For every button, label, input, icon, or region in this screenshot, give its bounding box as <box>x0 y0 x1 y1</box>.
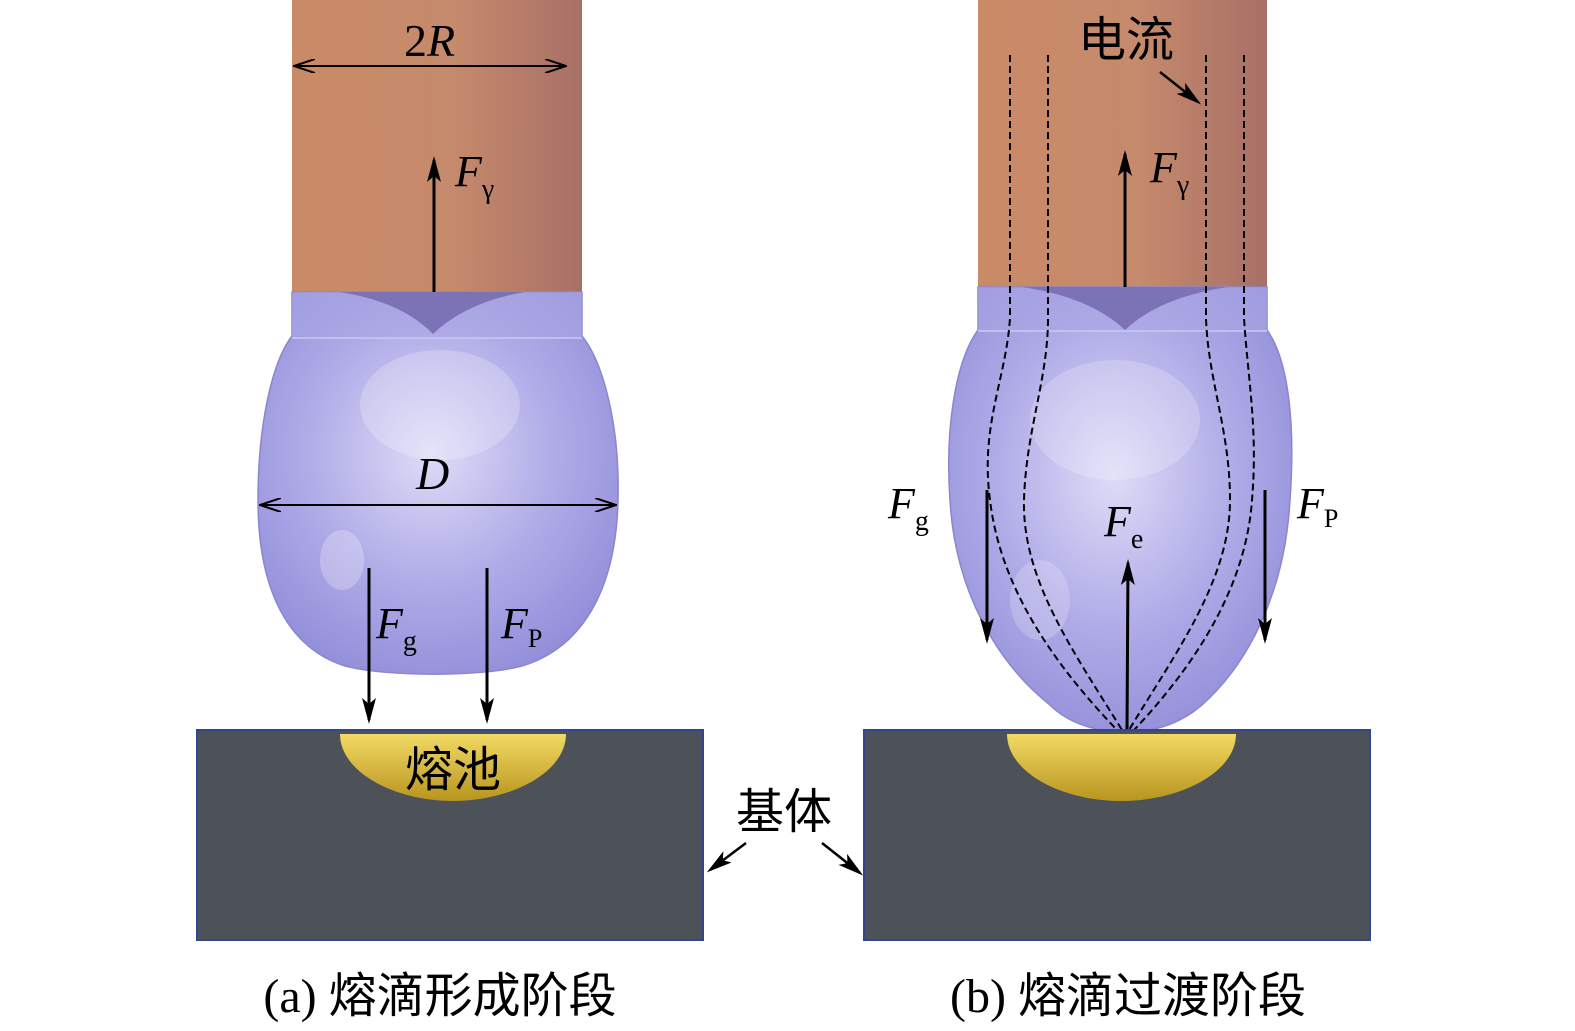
surface-tension-subscript: γ <box>481 174 494 205</box>
electrode-wire <box>292 0 582 294</box>
caption-a-text: (a) 熔滴形成阶段 <box>263 970 616 1023</box>
molten-pool-label: 熔池 <box>405 744 501 797</box>
substrate-label: 基体 <box>736 786 832 839</box>
gravity-symbol: F <box>375 599 404 648</box>
molten-pool <box>340 734 566 801</box>
substrate-pointer-right <box>821 842 864 876</box>
droplet-highlight-small <box>320 530 364 590</box>
caption-b: (b) 熔滴过渡阶段 <box>950 970 1306 1023</box>
plasma-force-subscript: P <box>1324 504 1338 533</box>
current-line-1 <box>986 55 1118 731</box>
droplet-highlight <box>360 350 520 460</box>
plasma-force-subscript: P <box>528 624 542 653</box>
electrode-wire <box>978 0 1267 289</box>
surface-tension-symbol: F <box>1149 143 1178 192</box>
plasma-force-label: FP <box>500 599 542 653</box>
panel-a: 2R Fγ D Fg FP 熔池 (a) 熔滴形成阶段 <box>196 0 704 1023</box>
droplet-highlight-small <box>1010 560 1070 640</box>
electromagnetic-force-label: Fe <box>1103 497 1143 555</box>
panel-b: 电流 Fγ Fg FP Fe (b) 熔滴过渡阶段 <box>863 0 1371 1023</box>
gravity-subscript: g <box>403 626 417 657</box>
current-pointer-arrow <box>1159 71 1202 105</box>
plasma-force-label: FP <box>1296 479 1338 533</box>
droplet-notch <box>1022 287 1228 330</box>
electromagnetic-force-arrow <box>1120 559 1135 732</box>
droplet-notch <box>340 292 525 334</box>
electromagnetic-force-symbol: F <box>1103 497 1132 546</box>
gravity-subscript: g <box>915 506 929 537</box>
caption-a: (a) 熔滴形成阶段 <box>263 970 616 1023</box>
gravity-symbol: F <box>887 479 916 528</box>
current-line-3 <box>1128 55 1232 731</box>
caption-b-text: (b) 熔滴过渡阶段 <box>950 970 1306 1023</box>
surface-tension-label: Fγ <box>1149 143 1189 201</box>
surface-tension-symbol: F <box>454 147 483 196</box>
plasma-force-symbol: F <box>1296 479 1325 528</box>
surface-tension-label: Fγ <box>454 147 494 205</box>
electrode-radius-symbol: R <box>426 15 455 66</box>
molten-pool <box>1007 734 1236 801</box>
droplet-diameter-symbol: D <box>415 448 449 499</box>
electrode-width-coefficient: 2 <box>404 15 427 66</box>
current-line-4 <box>1133 55 1255 731</box>
electrode-width-label: 2R <box>404 15 455 66</box>
plasma-force-symbol: F <box>500 599 529 648</box>
surface-tension-subscript: γ <box>1176 170 1189 201</box>
substrate-text: 基体 <box>736 786 832 839</box>
droplet-highlight <box>1030 360 1200 480</box>
molten-droplet <box>257 291 619 675</box>
current-label: 电流 <box>1078 14 1174 67</box>
current-text: 电流 <box>1078 14 1174 67</box>
molten-pool-text: 熔池 <box>405 744 501 797</box>
current-line-2 <box>1022 55 1123 731</box>
gravity-label: Fg <box>375 599 417 657</box>
substrate-pointer-left <box>706 842 747 873</box>
electromagnetic-force-subscript: e <box>1131 524 1143 555</box>
droplet-diameter-label: D <box>415 448 449 499</box>
substrate-callout: 基体 <box>706 786 864 876</box>
gravity-label: Fg <box>887 479 929 537</box>
